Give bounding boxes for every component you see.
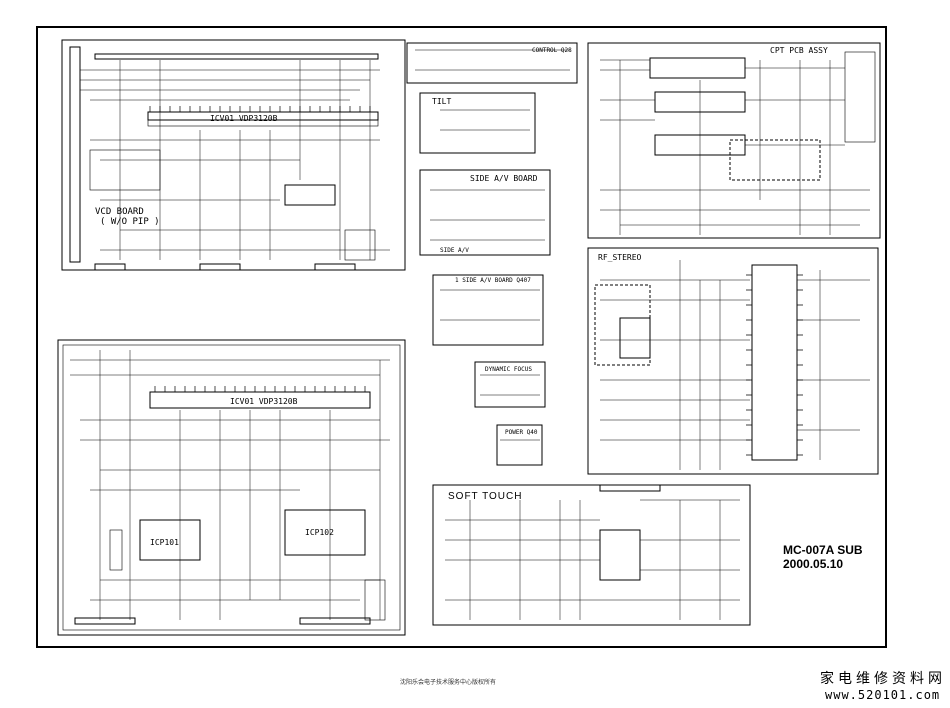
icv01-bottom-label: ICV01 VDP3120B (230, 397, 298, 406)
icp101-label: ICP101 (150, 538, 179, 547)
model-label: MC-007A SUB (783, 543, 863, 557)
icp102-label: ICP102 (305, 528, 334, 537)
cpt-pcb-assy-label: CPT PCB ASSY (770, 46, 828, 55)
vcd-board-sublabel: ( W/O PIP ) (100, 217, 160, 227)
side-av-bottom-label: SIDE A/V (440, 247, 469, 254)
date-label: 2000.05.10 (783, 557, 844, 571)
control-board-label: CONTROL Q28 (532, 47, 572, 54)
rf-stereo-block (587, 247, 879, 475)
copyright-text: 沈阳乐会电子技术服务中心版权所有 (400, 679, 497, 686)
main-board-block (57, 339, 406, 636)
power-label: POWER Q40 (505, 429, 538, 436)
watermark-cn: 家电维修资料网 (820, 671, 946, 687)
watermark-url: www.520101.com (825, 688, 941, 702)
soft-touch-block (432, 484, 751, 626)
side-av-board-label: SIDE A/V BOARD (470, 174, 538, 183)
cpt-pcb-block (587, 42, 881, 239)
side-av-board-b-label: 1 SIDE A/V BOARD Q407 (455, 277, 531, 284)
wiring (70, 49, 870, 620)
tilt-label: TILT (432, 97, 452, 106)
icv01-top-label: ICV01 VDP3120B (210, 114, 278, 123)
dynamic-focus-label: DYNAMIC FOCUS (485, 366, 532, 373)
ic-pins (149, 106, 803, 456)
vcd-board-label: VCD BOARD (95, 207, 144, 217)
middle-boards (406, 42, 578, 466)
sheet-border (36, 26, 887, 648)
vcd-board-block (61, 39, 406, 271)
rf-stereo-label: RF_STEREO (598, 253, 642, 262)
soft-touch-label: SOFT TOUCH (448, 491, 523, 502)
